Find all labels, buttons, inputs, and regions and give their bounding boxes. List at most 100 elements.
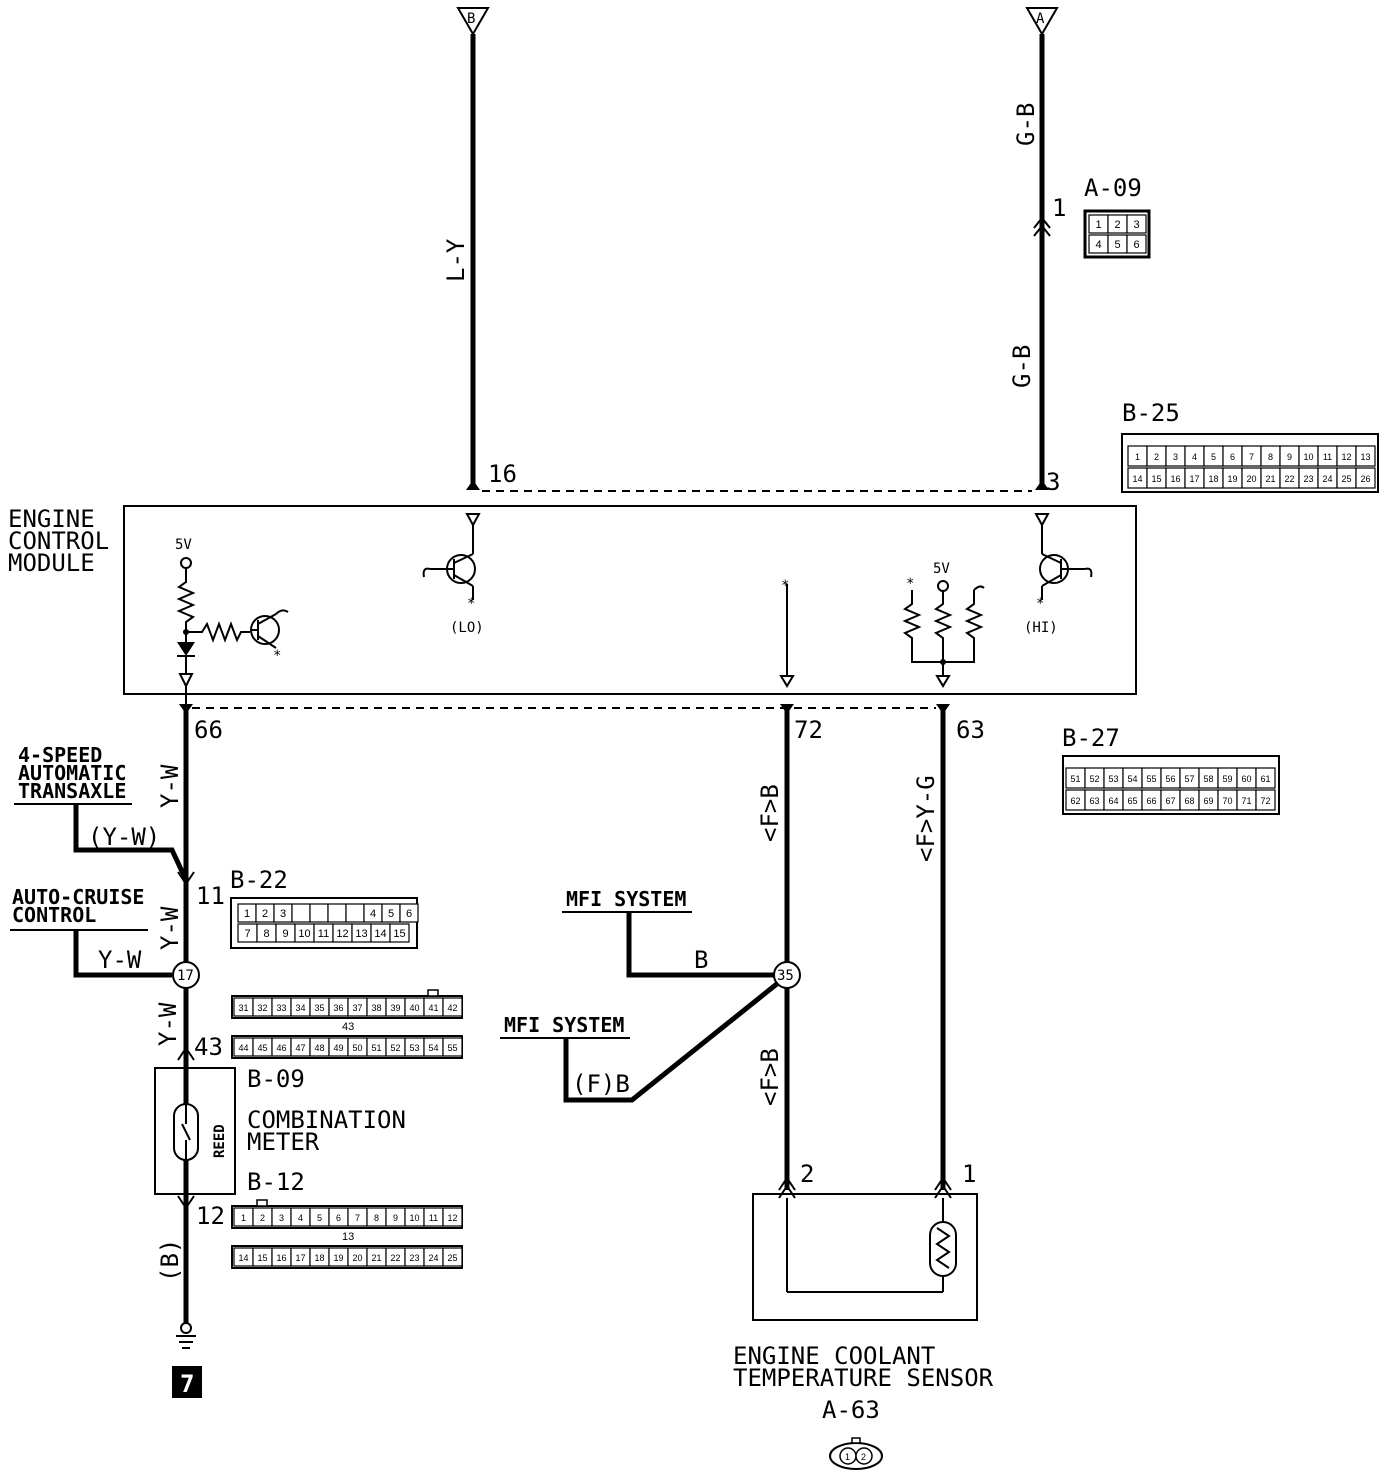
pin-1-a09-label: 1 [1052,194,1066,222]
ecm-lo-label: (LO) [450,620,484,636]
junction-17 [172,961,200,989]
connector-b09-pin: 54 [428,1043,438,1053]
connector-b25-pin: 15 [1151,474,1161,484]
wire-label-f-b-mfi: (F)B [572,1070,630,1098]
wire-label-f-b-upper: <F>B [756,784,784,842]
svg-text:*: * [467,596,475,612]
connector-b27-pin: 60 [1241,774,1251,784]
connector-a63: 1 2 [829,1437,883,1470]
ground-ref-label: 7 [180,1370,194,1398]
connector-b12-pin: 25 [447,1253,457,1263]
connector-b25-pin: 3 [1173,452,1178,462]
connector-b09-pin: 37 [352,1003,362,1013]
connector-b22-pin: 12 [336,928,348,940]
connector-b25-pin: 19 [1227,474,1237,484]
ground-symbol [176,1322,196,1349]
connector-b09-code: B-09 [247,1065,305,1093]
wire-label-g-b-lower: G-B [1008,345,1036,388]
resistor-series-left [186,621,250,643]
wire-label-y-w-paren: (Y-W) [88,823,160,851]
wire-label-y-w-mid: Y-W [156,906,184,950]
connector-b12-pin: 10 [409,1213,419,1223]
pin-72-label: 72 [794,716,823,744]
pin-1-sensor-label: 1 [962,1160,976,1188]
connector-a09-pin: 6 [1133,239,1139,251]
meter-line-1: COMBINATION [247,1106,406,1134]
connector-b22-pin: 3 [280,908,286,920]
connector-b12-pin: 16 [276,1253,286,1263]
connector-b09-pin: 34 [295,1003,305,1013]
connector-b25-pin: 21 [1265,474,1275,484]
connector-b25-pin: 25 [1341,474,1351,484]
branch-transaxle-line-3: TRANSAXLE [18,779,126,803]
connector-a09-pin: 5 [1114,239,1120,251]
connector-b09-cell [442,997,463,1017]
connector-a63-pin-1: 1 [845,1452,850,1462]
connector-b22-pin: 13 [355,928,367,940]
connector-b25-cell [1355,445,1376,467]
connector-b09-pin: 48 [314,1043,324,1053]
connector-b09-pin: 42 [447,1003,457,1013]
connector-b12-pin: 9 [393,1213,398,1223]
connector-b09-pin: 33 [276,1003,286,1013]
connector-b22-cell [399,903,419,923]
connector-b22-pin: 1 [244,908,250,920]
wire-label-y-w-upper: Y-W [156,764,184,808]
connector-b27-pin: 56 [1165,774,1175,784]
connector-b09-cell [442,1037,463,1057]
svg-text:*: * [781,578,789,594]
connector-b25-pin: 18 [1208,474,1218,484]
connector-b09-pin: 55 [447,1043,457,1053]
connector-b22-pin: 2 [262,908,268,920]
wire-label-b-mfi: B [694,946,708,974]
ecm-supply-right: 5V [933,561,950,577]
connector-b12-pin: 15 [257,1253,267,1263]
pin-3-label: 3 [1046,468,1060,496]
connector-b27-pin: 52 [1089,774,1099,784]
connector-a09-cell [1126,214,1147,234]
connector-b25-pin: 4 [1192,452,1197,462]
connector-b09-pin: 35 [314,1003,324,1013]
connector-b12-pin: 21 [371,1253,381,1263]
connector-b09-pin: 31 [238,1003,248,1013]
connector-b12-pin: 22 [390,1253,400,1263]
connector-b09-middle: 43 [342,1021,354,1033]
connector-b25-cell [1355,467,1376,489]
connector-b25-pin: 17 [1189,474,1199,484]
connector-b22-cell [327,903,347,923]
connector-b12-pin: 5 [317,1213,322,1223]
branch-mfi-1: MFI SYSTEM [566,887,686,911]
branch-cruise-line-1: AUTO-CRUISE [12,885,144,909]
resistor-pullup-left [176,568,196,642]
connector-b09-pin: 50 [352,1043,362,1053]
meter-line-2: METER [247,1128,320,1156]
terminal-b-label: B [467,11,475,27]
connector-b27-cell [1255,767,1276,789]
connector-b12-pin: 18 [314,1253,324,1263]
pin-16-arrow [466,480,480,490]
connector-b12-pin: 2 [260,1213,265,1223]
connector-b09-pin: 44 [238,1043,248,1053]
connector-b12-pin: 3 [279,1213,284,1223]
connector-b27-pin: 72 [1260,796,1270,806]
connector-b12-pin: 19 [333,1253,343,1263]
connector-b12-pin: 6 [336,1213,341,1223]
connector-b25-pin: 16 [1170,474,1180,484]
connector-b25-pin: 2 [1154,452,1159,462]
sensor-line-1: ENGINE COOLANT [733,1342,935,1370]
svg-text:*: * [1036,596,1044,612]
connector-b25-pin: 9 [1287,452,1292,462]
connector-a09-pin: 3 [1133,219,1139,231]
pin-43-label: 43 [194,1033,223,1061]
wire-label-y-w-lower: Y-W [154,1002,182,1046]
connector-b25-pin: 1 [1135,452,1140,462]
connector-b27-pin: 67 [1165,796,1175,806]
connector-b22-pin: 9 [282,928,288,940]
connector-b25-pin: 6 [1230,452,1235,462]
